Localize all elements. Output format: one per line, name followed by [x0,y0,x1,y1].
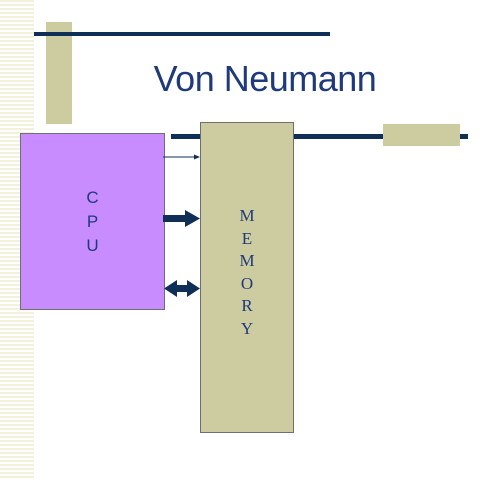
top-rule-line [34,32,330,36]
right-accent-block [383,124,460,146]
memory-letter: Y [240,318,254,338]
cpu-box: C P U [20,133,165,310]
cpu-letter: C [86,188,99,207]
memory-letter: R [241,296,253,315]
memory-letter: M [239,251,255,270]
memory-letter: M [239,206,255,225]
double-arrow [164,280,200,297]
memory-box: M E M O R Y [200,122,294,433]
cpu-letter: P [86,212,99,231]
memory-letter: O [240,273,254,293]
thick-arrow [163,210,200,227]
middle-rule-line [171,134,468,139]
slide-title: Von Neumann [153,58,377,99]
thin-arrow [163,154,200,160]
cpu-label: C P U [21,186,164,258]
memory-letter: E [241,228,253,248]
memory-label: M E M O R Y [201,205,293,340]
cpu-letter: U [86,236,99,255]
vertical-accent-bar [46,22,72,124]
